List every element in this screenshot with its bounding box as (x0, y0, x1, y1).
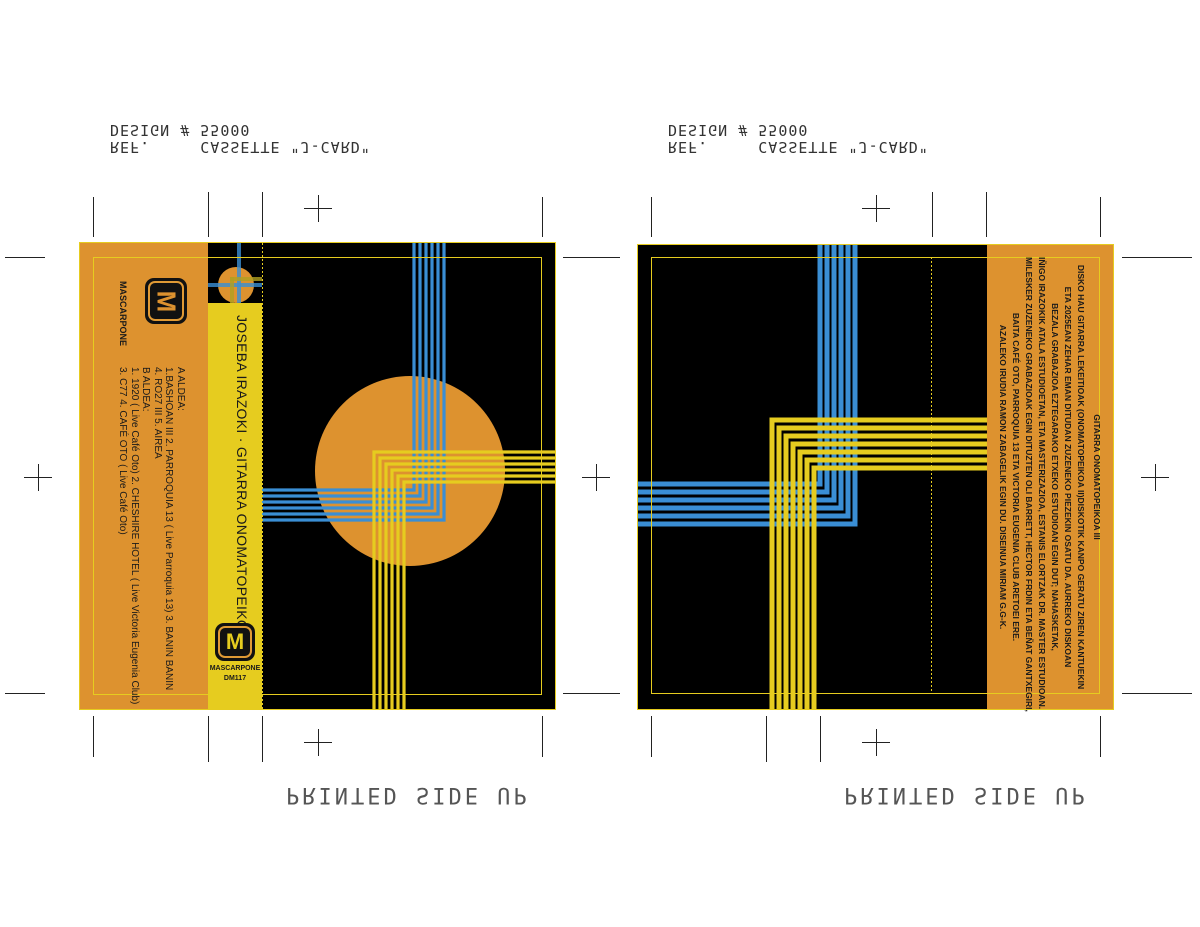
liner-notes-line: DISKO HAU GITARRA LEKEITIOAK (ONOMATOPEI… (1076, 264, 1086, 690)
stripe (776, 425, 987, 709)
stripe (390, 468, 555, 709)
stripe (262, 243, 428, 504)
tracklist-line: 3. C77 4. CAFÉ OTO ( Live Café Oto) (117, 367, 129, 535)
liner-notes: GITARRA ONOMATOPEIKOA III DISKO HAU GITA… (996, 257, 1103, 712)
stripe (638, 245, 823, 487)
spine-logo: M (215, 623, 255, 661)
liner-notes-title: GITARRA ONOMATOPEIKOA III (1092, 414, 1102, 540)
catalog-number: DM117 (223, 675, 247, 682)
label-name: MASCARPONE (118, 281, 128, 347)
stripe (804, 457, 987, 709)
stripe (638, 245, 851, 519)
yellow-stripes (372, 450, 555, 709)
tracklist-line: 1.BASHOAN III 2. PARROQUIA 13 ( Live Par… (163, 367, 175, 691)
stripe (262, 243, 446, 522)
tracklist-line: 4. RO27 III 5. AIREA (152, 367, 163, 459)
blue-stripes (638, 245, 858, 527)
stripe (783, 433, 987, 709)
tracklist-line: 1. 1920 ( Live Café Oto) 2. CHESHIRE HOT… (129, 367, 140, 705)
stripe (262, 243, 440, 516)
stripe (262, 243, 416, 492)
tracklist-line: B ALDEA: (140, 367, 152, 412)
liner-notes-line: MILESKER ZUZENEKO GRABAZIOAK EGIN DITUZT… (1024, 257, 1034, 712)
stripe (402, 480, 555, 709)
stripe (372, 450, 555, 709)
spine-title: JOSEBA IRAZOKI · GITARRA ONOMATOPEIKOA I… (234, 315, 250, 657)
spine-label: MASCARPONE DM117 (208, 664, 262, 684)
mascarpone-logo: M (145, 278, 187, 324)
front-jcard: M MASCARPONE JOSEBA IRAZOKI · GITARRA ON… (80, 243, 555, 709)
stripe (638, 245, 858, 527)
liner-notes-line: BEZALA GRABAZIOA EZTEGARAKO ETXEKO ESTUD… (1050, 303, 1060, 651)
stripe (769, 417, 987, 709)
back-flap (987, 245, 1113, 709)
stripe (262, 243, 434, 510)
back-jcard: GITARRA ONOMATOPEIKOA III DISKO HAU GITA… (638, 245, 1113, 712)
tracklist: A ALDEA: 1.BASHOAN III 2. PARROQUIA 13 (… (117, 367, 187, 705)
stripe (638, 245, 830, 495)
stripe (378, 456, 555, 709)
safe-area-border (651, 257, 1100, 694)
yellow-stripes (769, 417, 987, 709)
front-flap (80, 243, 208, 709)
stripe (384, 462, 555, 709)
back-artwork (638, 245, 1100, 709)
stripe (790, 441, 987, 709)
stripe (638, 245, 837, 503)
stripe (638, 245, 844, 511)
stripe (396, 474, 555, 709)
stripe (811, 465, 987, 709)
safe-area-border (93, 257, 542, 695)
spine-label-name: MASCARPONE (209, 665, 261, 672)
tracklist-line: A ALDEA: (175, 367, 186, 411)
liner-notes-line: BAITA CAFÉ OTO, PARROQUIA 13 ETA VICTORI… (1011, 312, 1021, 642)
liner-notes-line: ETA 2025EAN ZEHAR EMAN DITUDAN ZUZENEKO … (1063, 286, 1073, 668)
blue-stripes (262, 243, 446, 522)
spine-mini-art (208, 243, 262, 303)
front-artwork (93, 243, 555, 709)
stripe (262, 243, 422, 498)
liner-notes-line: IÑIGO IRAZOKIK ATALA ESTUDIOETAN, ETA MA… (1037, 257, 1047, 710)
stripe (797, 449, 987, 709)
liner-notes-line: AZALEKO IRUDIA RAMON ZABAGELIK EGIN DU. … (998, 324, 1008, 630)
